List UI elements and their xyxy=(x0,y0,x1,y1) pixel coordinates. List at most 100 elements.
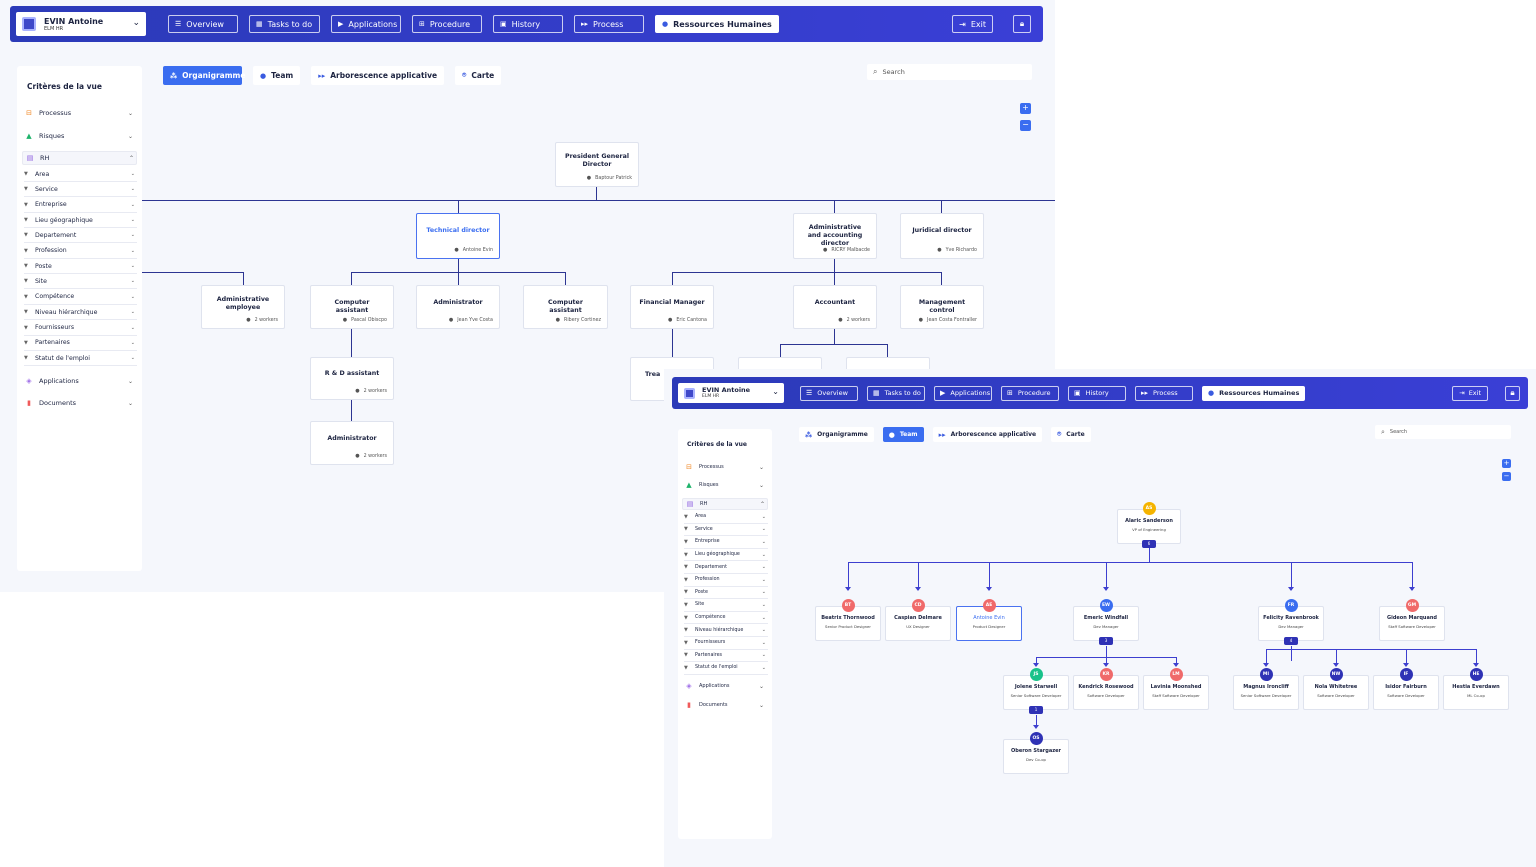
org-node-admin-accounting-director[interactable]: Administrative and accounting director ●… xyxy=(793,213,877,259)
sidebar-filter-3[interactable]: ▼Lieu géographique⌄ xyxy=(24,213,137,229)
company-logo-icon xyxy=(684,387,695,399)
org-node-accountant[interactable]: Accountant ●2 workers xyxy=(793,285,877,329)
nav-tasks-button[interactable]: ▦Tasks to do xyxy=(867,385,925,401)
sidebar-filter-9[interactable]: ▼Niveau hiérarchique⌄ xyxy=(684,624,768,637)
search-input[interactable]: ⌕Search xyxy=(867,64,1032,80)
org-node-computer-assistant-2[interactable]: Computer assistant ●Ribery Cortinez xyxy=(523,285,608,329)
sidebar-filter-12[interactable]: ▼Statut de l'emploi⌄ xyxy=(24,351,137,367)
zoom-in-button[interactable]: + xyxy=(1020,103,1031,114)
tab-arborescence[interactable]: ▸▸Arborescence applicative xyxy=(311,66,445,85)
org-node-financial-manager[interactable]: Financial Manager ●Eric Cantona xyxy=(630,285,714,329)
org-connector xyxy=(780,344,781,357)
sidebar-filter-6[interactable]: ▼Poste⌄ xyxy=(684,587,768,600)
org-node-technical-director[interactable]: Technical director ●Antoine Evin xyxy=(416,213,500,259)
sidebar-filter-8[interactable]: ▼Compétence⌄ xyxy=(684,612,768,625)
sidebar-filter-7[interactable]: ▼Site⌄ xyxy=(24,274,137,290)
tab-organigramme[interactable]: ⁂Organigramme xyxy=(799,427,874,442)
member-count-badge[interactable]: 6 xyxy=(1142,540,1156,548)
sidebar-filter-0[interactable]: ▼Area⌄ xyxy=(684,511,768,524)
sidebar-filter-10[interactable]: ▼Fournisseurs⌄ xyxy=(684,637,768,650)
fast-forward-icon: ▸▸ xyxy=(318,71,326,80)
org-node-president[interactable]: President General Director ●Baptour Patr… xyxy=(555,142,639,187)
sidebar-filter-2[interactable]: ▼Entreprise⌄ xyxy=(24,198,137,213)
org-node-rd-assistant[interactable]: R & D assistant ●2 workers xyxy=(310,357,394,400)
lock-button[interactable]: 🔒︎ xyxy=(1013,15,1031,33)
zoom-in-button[interactable]: + xyxy=(1502,459,1511,468)
sidebar-filter-7[interactable]: ▼Site⌄ xyxy=(684,599,768,612)
nav-process-button[interactable]: ▸▸Process xyxy=(574,15,644,33)
member-count-badge[interactable]: 4 xyxy=(1284,637,1298,645)
tab-arborescence[interactable]: ▸▸Arborescence applicative xyxy=(932,427,1043,442)
nav-applications-button[interactable]: ▶Applications xyxy=(331,15,401,33)
tab-organigramme[interactable]: ⁂Organigramme xyxy=(163,66,245,85)
layers-icon: ◈ xyxy=(686,682,692,690)
nav-rh-button[interactable]: ●Ressources Humaines xyxy=(1202,385,1306,401)
exit-icon: ⇥ xyxy=(959,19,966,29)
nav-procedure-button[interactable]: ⊞Procedure xyxy=(412,15,482,33)
exit-button[interactable]: ⇥Exit xyxy=(1452,385,1488,401)
chevron-down-icon: ⌄ xyxy=(127,109,133,117)
org-node-administrator[interactable]: Administrator ●Jean Yve Costa xyxy=(416,285,500,329)
sidebar-filter-8[interactable]: ▼Compétence⌄ xyxy=(24,290,137,305)
procedure-icon: ⊞ xyxy=(419,20,425,28)
user-selector[interactable]: EVIN Antoine ELM HR ⌄ xyxy=(16,12,146,36)
nav-overview-button[interactable]: ☰Overview xyxy=(800,385,858,401)
org-node-title: Management control xyxy=(918,299,966,314)
member-count-badge[interactable]: 1 xyxy=(1029,706,1043,714)
org-node-administrative-employee[interactable]: Administrative employee ●2 workers xyxy=(201,285,285,329)
nav-history-button[interactable]: ▣History xyxy=(493,15,563,33)
zoom-out-button[interactable]: − xyxy=(1020,120,1031,131)
tab-carte[interactable]: ⌾Carte xyxy=(1051,427,1091,442)
sidebar-filter-5[interactable]: ▼Profession⌄ xyxy=(684,574,768,587)
org-node-administrator-2[interactable]: Administrator ●2 workers xyxy=(310,421,394,465)
nav-applications-button[interactable]: ▶Applications xyxy=(934,385,992,401)
sidebar-filter-4[interactable]: ▼Departement⌄ xyxy=(24,228,137,244)
org-node-management-control[interactable]: Management control ●Jean Costa Fontralle… xyxy=(900,285,984,329)
sidebar-filter-11[interactable]: ▼Partenaires⌄ xyxy=(684,650,768,663)
sidebar-item-processus[interactable]: ⊟Processus⌄ xyxy=(684,461,766,473)
sidebar-item-rh[interactable]: ▤RH⌃ xyxy=(22,151,137,165)
sidebar-item-applications[interactable]: ◈Applications⌄ xyxy=(24,374,135,388)
tab-carte[interactable]: ⌾Carte xyxy=(455,66,502,85)
sidebar-filter-5[interactable]: ▼Profession⌄ xyxy=(24,244,137,259)
lock-button[interactable]: 🔒︎ xyxy=(1505,385,1520,401)
play-icon: ▶ xyxy=(940,389,946,397)
sidebar-filter-1[interactable]: ▼Service⌄ xyxy=(24,182,137,198)
org-node-juridical-director[interactable]: Juridical director ●Yve Richardo xyxy=(900,213,984,259)
nav-process-button[interactable]: ▸▸Process xyxy=(1135,385,1193,401)
sidebar-filter-9[interactable]: ▼Niveau hiérarchique⌄ xyxy=(24,305,137,321)
org-node-computer-assistant[interactable]: Computer assistant ●Pascal Obiscpo xyxy=(310,285,394,329)
exit-button[interactable]: ⇥Exit xyxy=(952,15,993,33)
nav-tasks-button[interactable]: ▦Tasks to do xyxy=(249,15,320,33)
org-connector xyxy=(351,329,352,357)
sidebar-item-processus[interactable]: ⊟Processus⌄ xyxy=(24,106,135,120)
tab-team[interactable]: ●Team xyxy=(882,427,924,442)
sidebar-filter-4[interactable]: ▼Departement⌄ xyxy=(684,561,768,574)
user-selector[interactable]: EVIN Antoine ELM HR ⌄ xyxy=(678,383,784,403)
sidebar-filter-3[interactable]: ▼Lieu géographique⌄ xyxy=(684,549,768,562)
sidebar-filter-12[interactable]: ▼Statut de l'emploi⌄ xyxy=(684,662,768,675)
sidebar-filter-1[interactable]: ▼Service⌄ xyxy=(684,524,768,537)
sidebar-filter-10[interactable]: ▼Fournisseurs⌄ xyxy=(24,321,137,336)
tab-team[interactable]: ●Team xyxy=(253,66,301,85)
sidebar-filter-11[interactable]: ▼Partenaires⌄ xyxy=(24,336,137,351)
search-input[interactable]: ⌕Search xyxy=(1375,425,1511,439)
sidebar-item-applications[interactable]: ◈Applications⌄ xyxy=(684,680,766,692)
sidebar-filter-6[interactable]: ▼Poste⌄ xyxy=(24,259,137,275)
zoom-out-button[interactable]: − xyxy=(1502,472,1511,481)
sidebar-item-rh[interactable]: ▤RH⌃ xyxy=(682,498,768,510)
sidebar-item-documents[interactable]: ▮Documents⌄ xyxy=(24,396,135,410)
nav-procedure-button[interactable]: ⊞Procedure xyxy=(1001,385,1059,401)
sidebar-item-documents[interactable]: ▮Documents⌄ xyxy=(684,699,766,711)
nav-history-button[interactable]: ▣History xyxy=(1068,385,1126,401)
nav-overview-button[interactable]: ☰Overview xyxy=(168,15,238,33)
sidebar-item-risques[interactable]: ▲Risques⌄ xyxy=(24,129,135,143)
sidebar-filter-0[interactable]: ▼Area⌄ xyxy=(24,167,137,182)
member-count-badge[interactable]: 3 xyxy=(1099,637,1113,645)
sidebar-filter-2[interactable]: ▼Entreprise⌄ xyxy=(684,536,768,549)
sidebar-item-risques[interactable]: ▲Risques⌄ xyxy=(684,479,766,491)
nav-rh-button[interactable]: ●Ressources Humaines xyxy=(655,15,779,33)
